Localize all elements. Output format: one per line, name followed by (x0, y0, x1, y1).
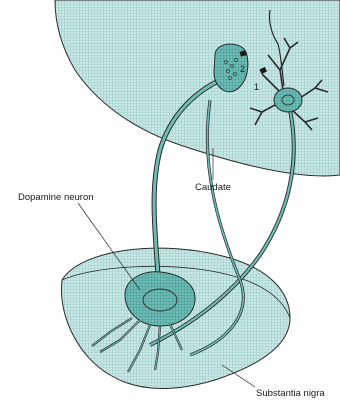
synapse-2-label: 2 (240, 64, 245, 74)
substantia-nigra-label: Substantia nigra (256, 388, 325, 399)
synapse-1-label: 1 (254, 82, 259, 92)
dopamine-neuron-label: Dopamine neuron (18, 192, 94, 203)
caudate-label: Caudate (195, 182, 231, 193)
caudate-region (55, 0, 340, 176)
